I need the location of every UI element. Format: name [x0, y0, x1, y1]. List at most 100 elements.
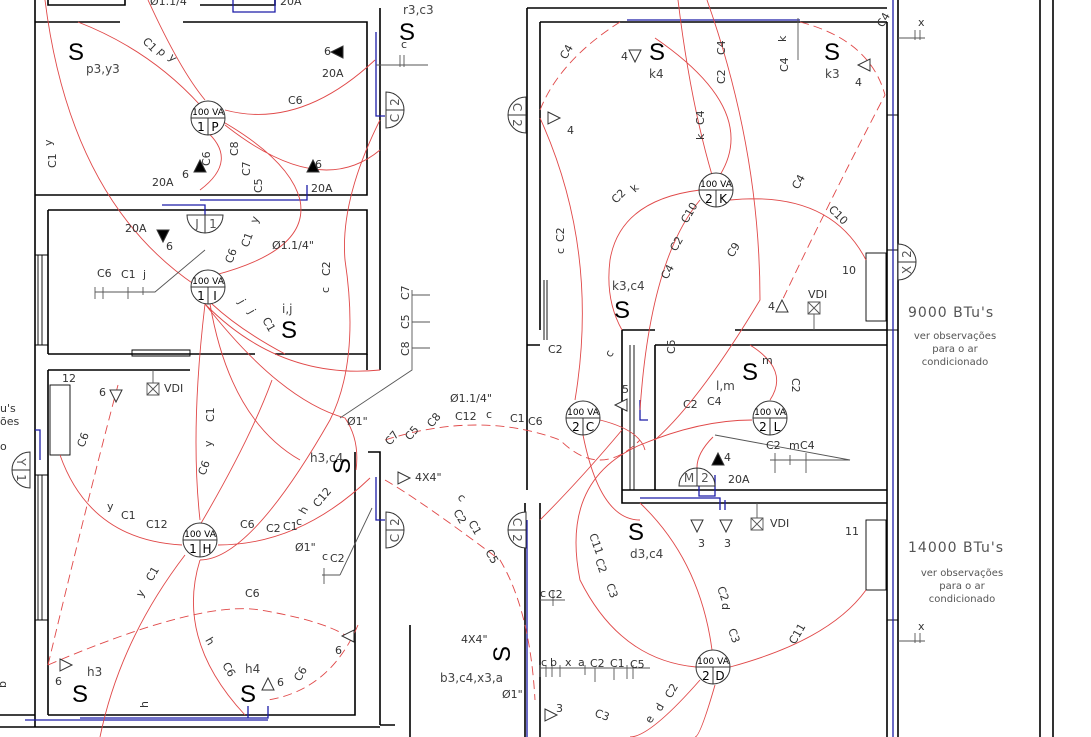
light-switch[interactable]: Sd3,c4 [628, 519, 663, 561]
wall-outlet[interactable]: C2 [385, 91, 405, 129]
annotation-label: C6 [219, 660, 238, 679]
annotation-label: C3 [593, 707, 611, 724]
switch-label: h3,c4 [310, 451, 343, 465]
annotation-label: C4 [874, 10, 893, 29]
luminaire-power: 100 VA [754, 408, 787, 418]
annotation-label: C4 [707, 395, 722, 408]
light-switch[interactable]: Sb3,c4,x3,a [440, 646, 516, 685]
annotation-label: j [142, 268, 146, 281]
annotation-label: m [789, 439, 800, 452]
annotation-label: 5 [622, 383, 629, 396]
switch-label: k3,c4 [612, 279, 645, 293]
luminaire-divider [699, 189, 733, 207]
light-switch[interactable]: Sh3,c4 [310, 451, 356, 474]
annotation-label: C12 [455, 410, 477, 423]
luminaire-circuit: 2 [705, 192, 713, 206]
annotation-label: C2 [714, 585, 731, 603]
annotation-label: C2 [450, 507, 469, 526]
wall-outlet[interactable]: C2 [507, 511, 527, 549]
annotation-label: C6 [75, 431, 92, 449]
ac-note-line: condicionado [929, 594, 995, 605]
switch-label: l,m [716, 379, 735, 393]
annotation-label: 20A [125, 222, 147, 235]
light-switch[interactable]: Sk3 [824, 39, 840, 81]
outlet-circuit: 2 [388, 98, 402, 106]
annotation-label: C2 [320, 261, 333, 276]
switch-symbol: S [329, 458, 356, 474]
ac-note-9000: 9000 BTu's ver observações para o ar con… [908, 305, 996, 368]
annotation-label: C2 [592, 557, 609, 575]
luminaire-point: I [213, 289, 217, 303]
luminaire-divider [183, 539, 217, 557]
light-switch[interactable]: Sh4 [240, 662, 260, 708]
light-switch[interactable]: Si,j [281, 302, 297, 344]
light-switch[interactable]: Sr3,c3 [399, 3, 434, 46]
annotation-label: y [202, 440, 215, 447]
annotation-label: C2 [590, 657, 605, 670]
annotation-label: e [642, 713, 657, 726]
annotation-label: 3 [556, 702, 563, 715]
ac-unit-10 [865, 252, 887, 322]
light-switch[interactable]: Sk3,c4 [612, 279, 645, 324]
light-switch[interactable]: Sp3,y3 [68, 39, 120, 76]
annotation-label: VDI [164, 382, 183, 395]
annotation-label: C2 [554, 227, 567, 242]
luminaire-circuit: 1 [197, 120, 205, 134]
annotation-label: C2 [715, 69, 728, 84]
light-switch[interactable]: Sk4 [649, 39, 665, 81]
outlet-triangle-icon [544, 708, 559, 722]
wall-outlet[interactable]: C2 [385, 511, 405, 549]
annotation-label: m [762, 354, 773, 367]
vdi-icon [807, 301, 821, 330]
wire [539, 0, 867, 441]
outlet-triangle-icon [59, 658, 74, 672]
annotation-label: C1 [121, 268, 136, 281]
annotation-label: C4 [715, 40, 728, 55]
annotation-label: C1 [259, 315, 278, 334]
annotation-label: C4 [789, 172, 808, 191]
outlet-triangle-icon [340, 629, 355, 643]
annotation-label: k [776, 35, 789, 42]
annotation-label: C5 [402, 423, 421, 443]
annotation-label: C6 [528, 415, 543, 428]
annotation-label: C2 [609, 187, 629, 207]
leader-line [94, 18, 925, 682]
outlet-shape [385, 511, 405, 549]
light-switch[interactable]: Sh3 [72, 665, 102, 708]
annotation-label: C4 [800, 439, 815, 452]
wall-outlet[interactable]: X2 [897, 243, 917, 281]
annotation-label: C1 [465, 518, 484, 537]
annotation-label: c [602, 348, 616, 360]
annotation-label: d [719, 603, 732, 610]
annotation-label: VDI [770, 517, 789, 530]
annotation-label: Ø1" [347, 415, 368, 428]
outlet-shape [897, 243, 917, 281]
floor-outlets [59, 45, 871, 722]
annotation-label: c [540, 587, 546, 600]
annotation-label: y [248, 214, 263, 225]
outlet-letter: C [510, 518, 524, 526]
light-switch[interactable]: Sl,m [716, 359, 758, 393]
annotation-label: C6 [196, 459, 213, 477]
switch-label: k4 [649, 67, 664, 81]
annotation-label: 6 [315, 158, 322, 171]
outlet-shape [186, 214, 224, 234]
wall-outlet[interactable]: C2 [507, 96, 527, 134]
leader-lines [94, 18, 925, 682]
wall-outlet[interactable]: Y1 [11, 451, 31, 489]
vdi-icon [750, 503, 764, 531]
annotation-label: C2 [789, 378, 802, 393]
outlet-shape [385, 91, 405, 129]
annotation-label: x [918, 620, 925, 633]
annotation-label: C2 [266, 522, 281, 535]
annotation-label: 4X4" [415, 471, 442, 484]
